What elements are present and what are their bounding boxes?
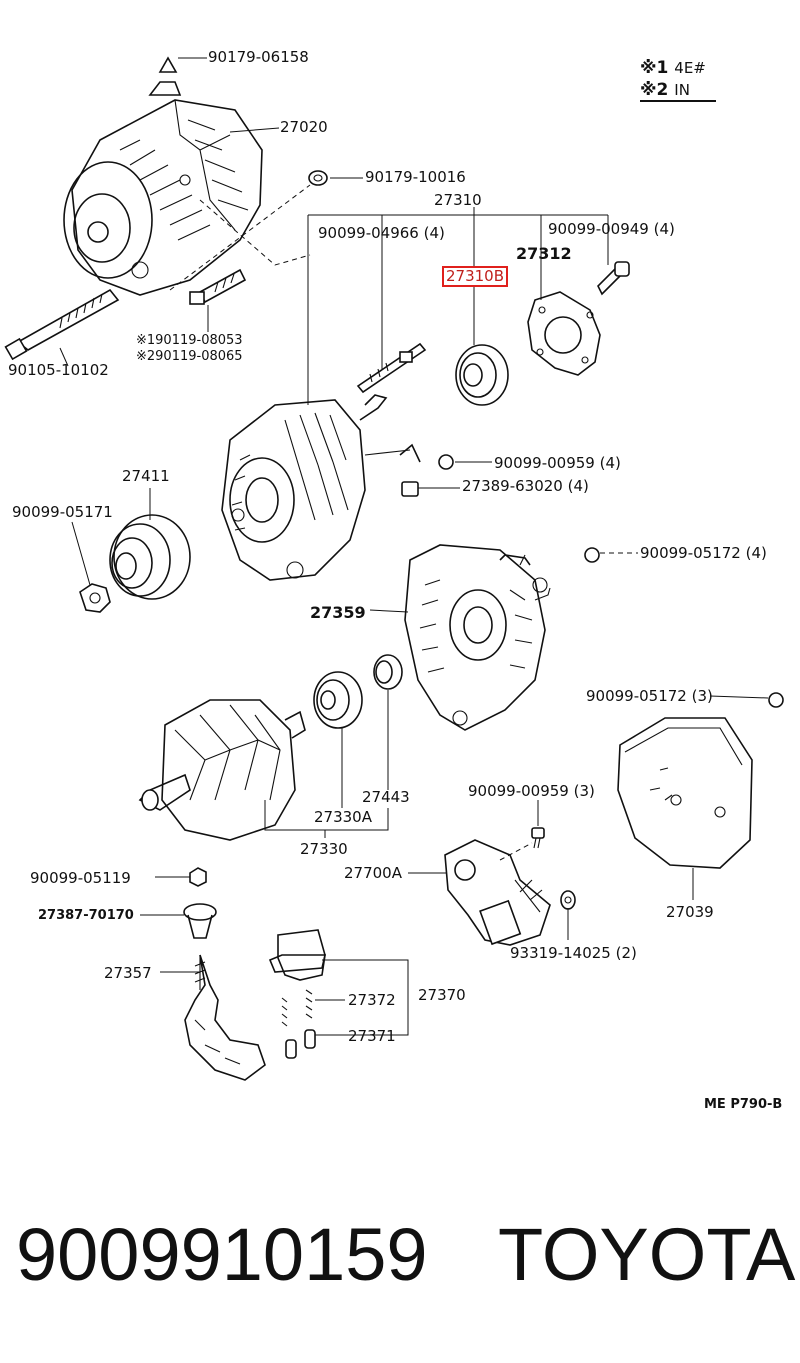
label-27370: 27370 <box>418 986 466 1004</box>
brush-holder-drawing <box>268 929 327 1059</box>
label-27357: 27357 <box>104 964 152 982</box>
pulley-drawing <box>109 514 191 600</box>
label-90119-08065: ※290119-08065 <box>136 349 243 364</box>
label-90099-00959-4: 90099-00959 (4) <box>494 454 621 472</box>
washer-drawing <box>560 890 576 910</box>
label-90099-00949: 90099-00949 (4) <box>548 220 675 238</box>
label-90099-00959-3: 90099-00959 (3) <box>468 782 595 800</box>
regulator-screw-drawing <box>531 827 545 849</box>
legend-text-1: 4E# <box>674 59 706 77</box>
brand-name: TOYOTA <box>498 1213 796 1296</box>
rotor-drawing <box>138 699 306 841</box>
rotor-bearing-drawing <box>313 671 363 729</box>
legend-underline <box>640 100 716 102</box>
label-27700a: 27700A <box>344 864 402 882</box>
label-90099-05171: 90099-05171 <box>12 503 113 521</box>
label-27389-63020: 27389-63020 (4) <box>462 477 589 495</box>
nut-drawing <box>308 170 328 186</box>
label-90099-05172-3: 90099-05172 (3) <box>586 687 713 705</box>
small-nut-drawing <box>189 867 207 887</box>
part-number: 9009910159 <box>16 1213 428 1296</box>
label-27387-70170: 27387-70170 <box>38 908 134 923</box>
legend-row-1: ※1 4E# <box>640 58 706 78</box>
label-90099-05119: 90099-05119 <box>30 869 131 887</box>
label-27039: 27039 <box>666 903 714 921</box>
insulator-drawing <box>401 454 454 497</box>
label-90099-04966: 90099-04966 (4) <box>318 224 445 242</box>
nut-b-drawing <box>768 692 784 708</box>
label-27310: 27310 <box>434 191 482 209</box>
label-93319-14025: 93319-14025 (2) <box>510 944 637 962</box>
legend-text-2: IN <box>674 81 690 99</box>
label-27310b-highlighted: 27310B <box>442 266 509 287</box>
alternator-assembly-drawing <box>63 56 263 296</box>
leader-lines <box>59 57 769 1036</box>
nut-a-drawing <box>584 547 600 563</box>
label-90099-05172-4: 90099-05172 (4) <box>640 544 767 562</box>
label-27330: 27330 <box>300 840 348 858</box>
label-27359: 27359 <box>310 603 366 622</box>
label-90105-10102: 90105-10102 <box>8 361 109 379</box>
stud-bolt-drawing <box>356 342 427 394</box>
mount-bolt-drawing <box>189 268 247 305</box>
retainer-plate-drawing <box>527 291 601 376</box>
terminal-insulator-drawing <box>183 903 217 939</box>
long-bolt-drawing <box>4 288 120 361</box>
rectifier-end-frame-drawing <box>404 544 551 731</box>
legend-mark-2: ※2 <box>640 80 669 100</box>
rectifier-holder-drawing <box>184 954 266 1081</box>
diagram-code: ME P790-B <box>704 1097 783 1112</box>
rear-cover-drawing <box>617 717 753 869</box>
label-27443: 27443 <box>362 788 410 806</box>
voltage-regulator-drawing <box>444 839 551 946</box>
legend-mark-1: ※1 <box>640 58 669 78</box>
label-27411: 27411 <box>122 467 170 485</box>
label-90119-08053: ※190119-08053 <box>136 333 243 348</box>
label-27330a: 27330A <box>314 808 372 826</box>
plate-bolt-drawing <box>597 261 630 296</box>
exploded-parts-diagram <box>4 56 784 1081</box>
label-27020: 27020 <box>280 118 328 136</box>
label-27312: 27312 <box>516 244 572 263</box>
legend-row-2: ※2 IN <box>640 80 690 100</box>
label-27372: 27372 <box>348 991 396 1009</box>
bearing-ring-drawing <box>373 654 403 690</box>
drive-end-frame-drawing <box>221 394 421 581</box>
label-90179-10016: 90179-10016 <box>365 168 466 186</box>
label-90179-06158: 90179-06158 <box>208 48 309 66</box>
caption: 9009910159 TOYOTA <box>16 1213 795 1328</box>
bearing-drawing <box>455 344 509 406</box>
label-27371: 27371 <box>348 1027 396 1045</box>
pulley-nut-drawing <box>79 583 111 613</box>
